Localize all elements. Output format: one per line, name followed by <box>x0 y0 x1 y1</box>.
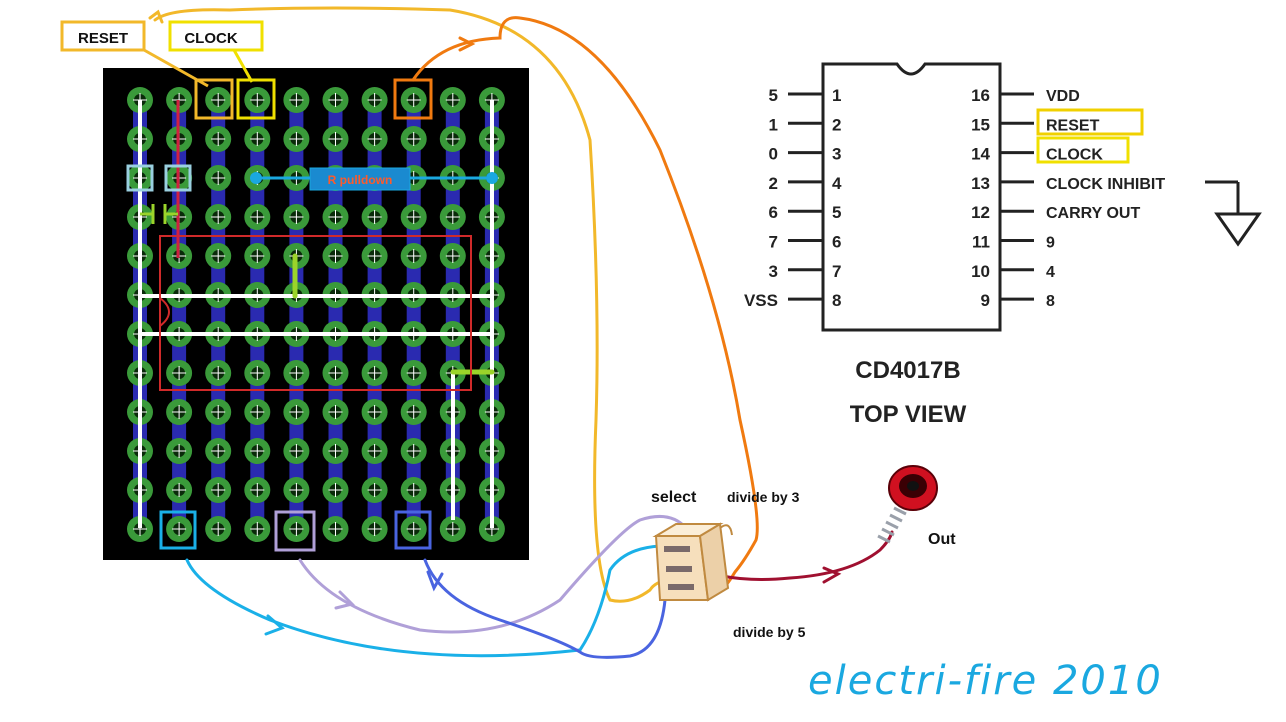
lavender-wire-arrow <box>334 590 355 610</box>
chip-pin-number: 1 <box>832 86 841 105</box>
resistor-end <box>250 172 262 184</box>
chip-pin-number: 4 <box>832 174 842 193</box>
copper-strips <box>133 90 499 538</box>
clock-pad-box <box>236 78 276 120</box>
reset-wire <box>153 6 670 603</box>
chip-pin-signal: 7 <box>769 233 778 252</box>
green-jumpers <box>292 253 495 375</box>
out-label: Out <box>928 531 956 548</box>
copper-strip <box>328 90 343 538</box>
chip-pin-number: 5 <box>832 203 841 222</box>
carry-wire-arrow <box>458 36 476 52</box>
chip-pin-number: 13 <box>971 174 990 193</box>
chip-pin-signal: VDD <box>1046 88 1080 105</box>
out-wire-arrow <box>822 566 842 584</box>
chip-pin-number: 7 <box>832 262 841 281</box>
cyan-output-wire <box>185 544 662 658</box>
capacitor <box>140 204 178 224</box>
reset-wire-arrow <box>148 9 164 24</box>
chip-pin-number: 12 <box>971 203 990 222</box>
chip-pin-signal: 8 <box>1046 293 1055 310</box>
reset-callout-leader <box>143 48 209 88</box>
chip-pin-number: 3 <box>832 145 841 164</box>
reset-callout-box <box>60 20 146 52</box>
clock-callout-leader <box>232 49 254 83</box>
chip-pin-signal: 5 <box>769 86 778 105</box>
copper-strip <box>445 90 460 538</box>
clock-callout-box <box>168 20 264 52</box>
carry-wire <box>411 16 759 600</box>
copper-strip <box>289 90 304 538</box>
output-pad-box-lavender <box>274 510 316 552</box>
out-wire <box>688 530 894 581</box>
chip-pin-number: 15 <box>971 115 990 134</box>
chip-pin-number: 14 <box>971 145 990 164</box>
reset-pin-highlight <box>1036 108 1144 136</box>
resistor-body <box>309 167 411 191</box>
chip-pin-signal: RESET <box>1046 117 1100 134</box>
copper-strip <box>211 90 226 538</box>
pad-marker <box>164 164 192 192</box>
chip-pin-number: 9 <box>981 291 990 310</box>
chip-pin-number: 6 <box>832 233 841 252</box>
chip-body <box>821 62 1002 332</box>
ic-footprint <box>159 235 472 391</box>
reset-callout: RESET <box>78 30 128 47</box>
chip-pin-signal: CLOCK INHIBIT <box>1046 176 1165 193</box>
chip-pin-number: 11 <box>972 233 990 252</box>
select-label: select <box>651 489 697 506</box>
chip-pin-signal: 2 <box>769 174 778 193</box>
chip-view: TOP VIEW <box>850 401 967 428</box>
clock-callout: CLOCK <box>184 30 237 47</box>
copper-strip <box>406 90 421 538</box>
copper-strip <box>367 90 382 538</box>
chip-pin-number: 2 <box>832 115 841 134</box>
output-jack <box>877 465 938 544</box>
lavender-output-wire <box>298 514 688 634</box>
divide-by-3-label: divide by 3 <box>727 489 800 505</box>
signature: electri-fire 2010 <box>808 658 1163 704</box>
chip-pin-signal: CLOCK <box>1046 147 1103 164</box>
ground-symbol <box>1205 180 1262 247</box>
chip-pin-signal: 4 <box>1046 264 1055 281</box>
output-pad-box-cyan <box>159 510 197 550</box>
divide-by-5-label: divide by 5 <box>733 624 806 640</box>
reset-pad-box <box>194 78 234 120</box>
chip-name: CD4017B <box>855 357 960 384</box>
pad-marker <box>126 164 154 192</box>
chip-pin-signal: 1 <box>769 115 778 134</box>
cyan-wire-arrow <box>264 614 285 636</box>
copper-strip <box>250 90 265 538</box>
chip-pin-signal: 3 <box>769 262 778 281</box>
stripboard: R pulldown <box>103 68 529 560</box>
chip-pin-signal: 9 <box>1046 235 1055 252</box>
blue-wire-arrow <box>426 570 444 592</box>
white-jumpers <box>138 100 494 528</box>
diode-symbol <box>159 297 170 327</box>
resistor-label: R pulldown <box>328 173 393 187</box>
output-pad-box-blue <box>394 510 432 550</box>
resistor-end <box>486 172 498 184</box>
chip-pin-signal: 6 <box>769 203 778 222</box>
wires <box>148 6 894 659</box>
selector-switch <box>652 522 733 602</box>
chip-pin-number: 16 <box>971 86 990 105</box>
chip-pin-number: 8 <box>832 291 841 310</box>
chip-pin-signal: VSS <box>744 291 778 310</box>
chip-pin-signal: 0 <box>769 145 778 164</box>
chip-pin-signal: CARRY OUT <box>1046 205 1140 222</box>
copper-strip <box>172 90 187 538</box>
clock-pin-highlight <box>1036 136 1130 164</box>
chip-pin-number: 10 <box>971 262 990 281</box>
